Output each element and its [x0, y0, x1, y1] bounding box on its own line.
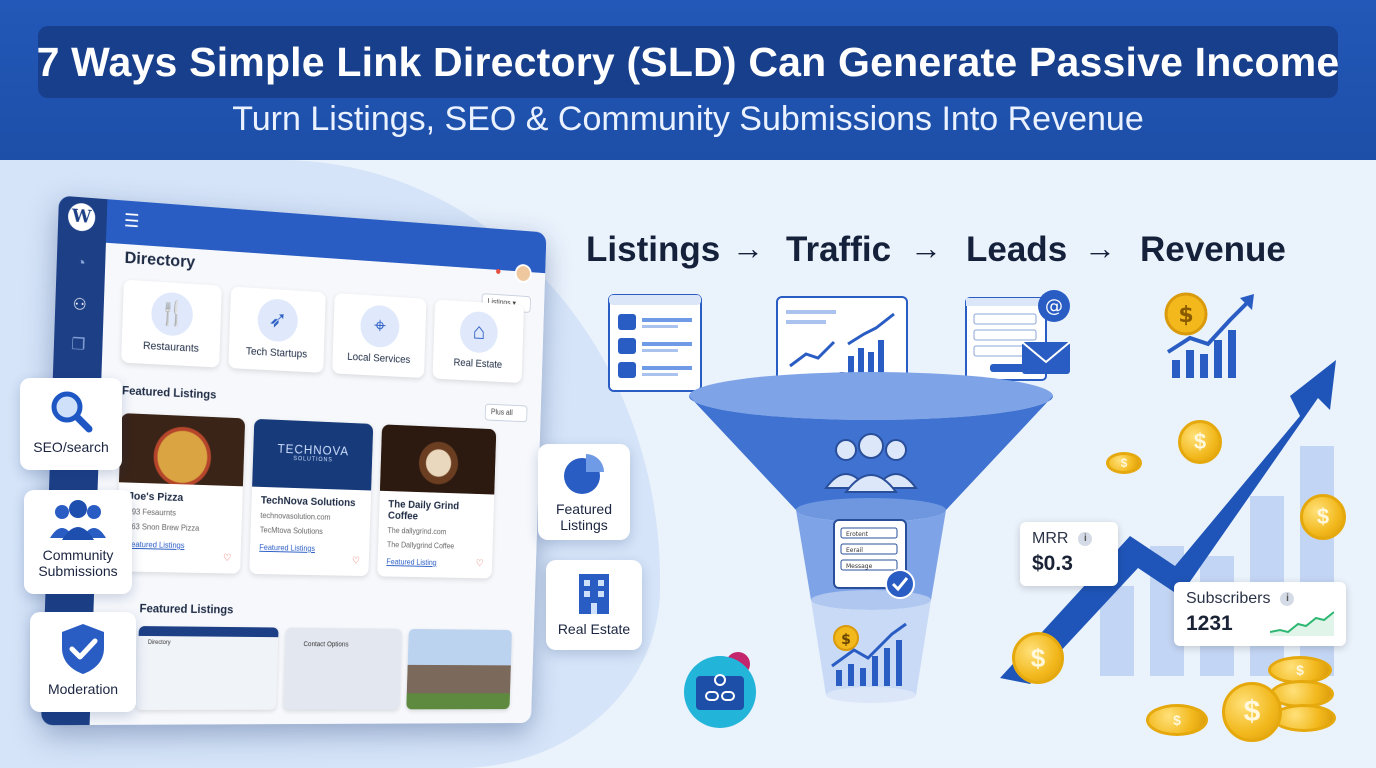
- listing-card-technova[interactable]: TECHNOVA SOLUTIONS TechNova Solutions te…: [249, 418, 374, 577]
- page-subtitle: Turn Listings, SEO & Community Submissio…: [232, 100, 1144, 138]
- subscribers-value: 1231: [1186, 612, 1233, 635]
- avatar[interactable]: [514, 263, 532, 284]
- subscribers-card: Subscribers i 1231: [1174, 582, 1346, 646]
- listing-name: The Daily Grind Coffee: [387, 498, 460, 523]
- info-icon[interactable]: i: [1280, 591, 1295, 606]
- fork-knife-icon: 🍴: [150, 291, 194, 337]
- gold-coin-icon: $: [1222, 682, 1282, 742]
- pizza-image: [118, 413, 246, 487]
- mrr-label: MRR: [1032, 530, 1069, 547]
- magnifier-icon: [51, 391, 93, 433]
- seo-search-card[interactable]: SEO/search: [20, 378, 122, 470]
- svg-text:@: @: [1045, 296, 1063, 317]
- sales-funnel: Erotent Eerail Message $: [689, 372, 1053, 703]
- featured-heading: Featured Listings: [121, 383, 217, 402]
- notification-bell-icon[interactable]: ●: [494, 264, 502, 278]
- gold-coin-icon: $: [1300, 494, 1346, 540]
- header-banner: 7 Ways Simple Link Directory (SLD) Can G…: [0, 0, 1376, 160]
- thumbnail-contact-options[interactable]: Contact Options: [283, 627, 402, 710]
- gold-coin-icon: $: [1012, 632, 1064, 684]
- card-label: SEO/search: [33, 439, 109, 455]
- card-label-line1: Community: [42, 547, 114, 563]
- form-field-label: Erotent: [846, 531, 869, 538]
- card-label-line1: Featured: [555, 501, 613, 517]
- card-label-line2: Submissions: [38, 563, 118, 579]
- dashboard-gauge-icon[interactable]: ◔: [76, 254, 87, 273]
- dashboard-title: Directory: [124, 248, 196, 272]
- title-box: 7 Ways Simple Link Directory (SLD) Can G…: [36, 26, 1340, 98]
- rocket-icon: ➶: [256, 297, 299, 343]
- gold-coin-icon: $: [1178, 420, 1222, 464]
- hamburger-menu-icon[interactable]: ☰: [123, 210, 140, 232]
- svg-text:$: $: [841, 632, 851, 648]
- building-icon: [579, 574, 609, 614]
- info-icon[interactable]: i: [1078, 531, 1093, 546]
- category-label: Real Estate: [453, 357, 503, 371]
- shield-check-icon: [62, 624, 104, 674]
- listing-card-daily-grind[interactable]: The Daily Grind Coffee The dallygrind.co…: [377, 424, 497, 579]
- leads-email-icon: @: [965, 290, 1071, 381]
- featured-heading-2: Featured Listings: [139, 601, 234, 617]
- house-photo-thumbnail[interactable]: [406, 628, 512, 710]
- form-field-label: Eerail: [846, 547, 863, 554]
- thumbnail-directory[interactable]: Directory: [136, 626, 279, 710]
- thumb-label: Directory: [147, 639, 171, 647]
- category-local-services[interactable]: ⌖ Local Services: [332, 293, 427, 379]
- thumb-label: Contact Options: [303, 641, 349, 649]
- location-pin-icon: ⌖: [359, 304, 400, 349]
- flow-step-traffic: Traffic: [786, 230, 892, 269]
- form-field-label: Message: [846, 563, 873, 570]
- listing-card-joes-pizza[interactable]: Joe's Pizza 393 Fesaurnts 163 Snon Brew …: [115, 413, 246, 574]
- heart-icon[interactable]: ♡: [475, 558, 484, 569]
- technova-logo: TECHNOVA SOLUTIONS: [252, 418, 374, 491]
- flow-step-leads: Leads: [966, 230, 1068, 269]
- category-real-estate[interactable]: ⌂ Real Estate: [432, 299, 524, 384]
- svg-text:$: $: [1178, 303, 1193, 328]
- gold-coin-icon: $: [1106, 452, 1142, 474]
- link-badge-icon: [684, 652, 756, 728]
- listings-window-icon: [608, 294, 702, 392]
- filter-button[interactable]: Plus all: [484, 403, 528, 423]
- subscribers-label: Subscribers: [1186, 590, 1271, 607]
- category-restaurants[interactable]: 🍴 Restaurants: [121, 279, 222, 368]
- card-label-line2: Listings: [560, 517, 608, 533]
- revenue-growth-icon: $: [1164, 292, 1254, 378]
- filter-label: Plus all: [490, 407, 513, 417]
- wordpress-logo-icon: W: [67, 202, 96, 233]
- community-submissions-card[interactable]: Community Submissions: [24, 490, 132, 594]
- moderation-card[interactable]: Moderation: [30, 612, 136, 712]
- sparkline-icon: [1270, 611, 1334, 636]
- page-title: 7 Ways Simple Link Directory (SLD) Can G…: [36, 38, 1340, 85]
- category-label: Local Services: [346, 351, 411, 366]
- coffee-image: [379, 424, 497, 495]
- flow-arrow-icon: →: [910, 230, 942, 266]
- flow-arrow-icon: →: [732, 230, 764, 266]
- users-icon[interactable]: ⚇: [72, 296, 87, 315]
- flow-arrow-icon: →: [1084, 230, 1116, 266]
- category-label: Restaurants: [142, 340, 200, 355]
- mrr-value: $0.3: [1032, 552, 1073, 575]
- mrr-card: MRR i $0.3: [1020, 522, 1118, 586]
- coin-stack-icon: [1272, 704, 1336, 732]
- real-estate-card[interactable]: Real Estate: [546, 560, 642, 650]
- category-label: Tech Startups: [245, 345, 308, 361]
- gold-coin-icon: $: [1146, 704, 1208, 736]
- flow-step-revenue: Revenue: [1140, 230, 1286, 269]
- card-label: Real Estate: [557, 621, 631, 637]
- pie-chart-icon: [564, 454, 604, 494]
- coin-stack-icon: $: [1268, 656, 1332, 684]
- flow-step-listings: Listings: [586, 230, 721, 269]
- heart-icon[interactable]: ♡: [222, 552, 232, 564]
- community-icon: [50, 500, 106, 540]
- card-label: Moderation: [47, 681, 119, 697]
- heart-icon[interactable]: ♡: [351, 555, 361, 567]
- category-tech-startups[interactable]: ➶ Tech Startups: [228, 286, 326, 373]
- house-icon: ⌂: [459, 310, 499, 354]
- pages-icon[interactable]: ❐: [71, 336, 86, 354]
- featured-listings-card[interactable]: Featured Listings: [538, 444, 630, 540]
